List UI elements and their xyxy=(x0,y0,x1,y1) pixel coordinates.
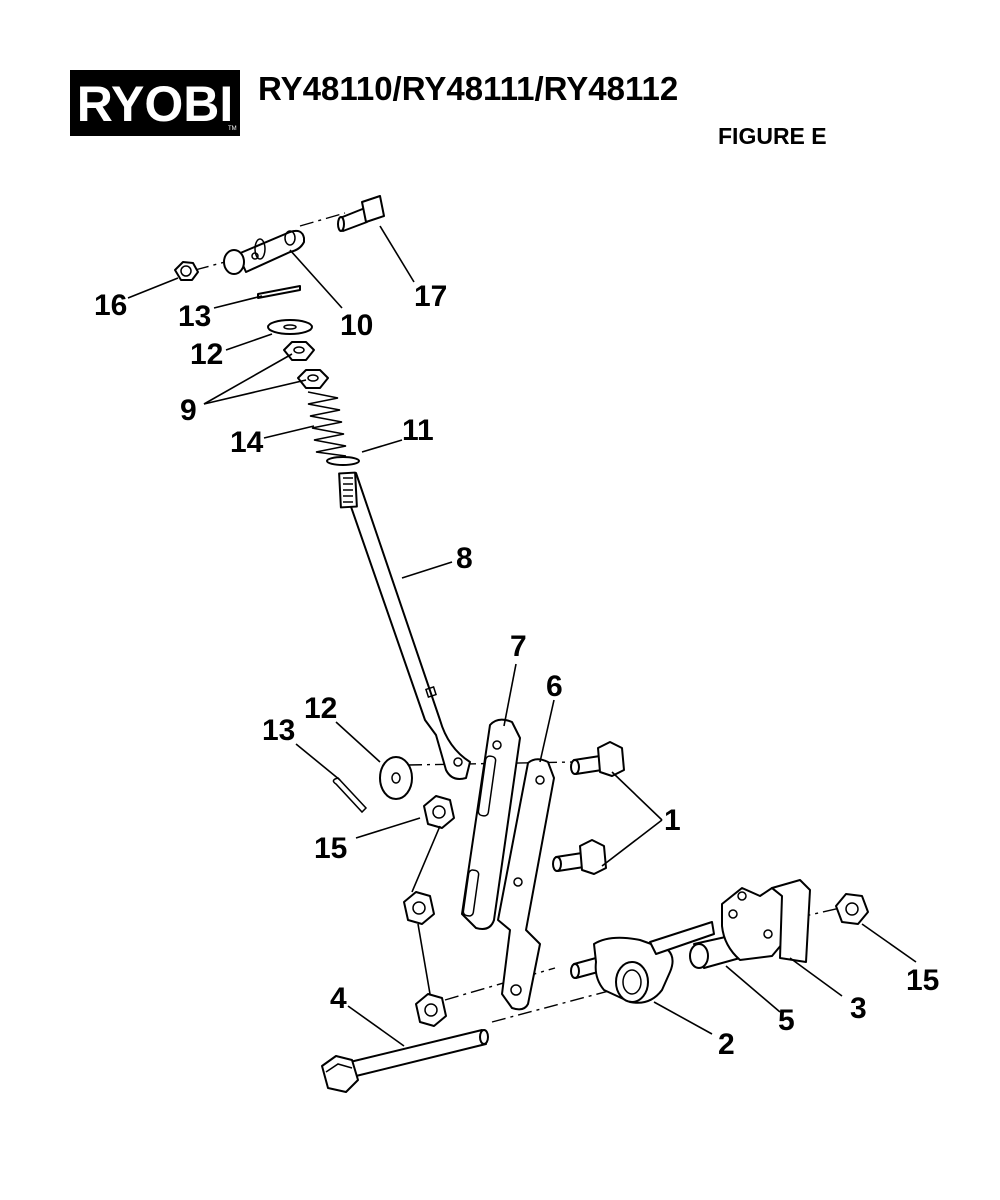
part-15-flange-nut-right xyxy=(835,893,869,925)
part-4-hex-bolt xyxy=(321,1029,489,1093)
part-9-jam-nuts xyxy=(283,341,329,389)
part-6-link-plate xyxy=(497,758,555,1011)
callout-1: 1 xyxy=(664,804,681,837)
part-7-link-plate xyxy=(461,718,521,930)
logo-trademark: TM xyxy=(228,126,237,132)
part-1-flange-bolts xyxy=(552,741,625,875)
callout-numbers: 17 10 16 13 12 9 14 11 8 7 6 12 13 1 15 … xyxy=(94,280,939,1061)
part-10-yoke xyxy=(223,229,305,275)
callout-16: 16 xyxy=(94,289,127,322)
part-13-cotter-pin-upper xyxy=(257,285,301,299)
model-numbers: RY48110/RY48111/RY48112 xyxy=(258,70,678,107)
callout-2: 2 xyxy=(718,1028,735,1061)
ryobi-logo: RYOBI TM xyxy=(70,70,240,136)
callout-4: 4 xyxy=(330,982,347,1015)
part-14-compression-spring xyxy=(307,391,347,457)
callout-12-lower: 12 xyxy=(304,692,337,725)
logo-text: RYOBI xyxy=(77,76,234,132)
callout-13-lower: 13 xyxy=(262,714,295,747)
part-8-control-rod xyxy=(338,471,471,780)
callout-5: 5 xyxy=(778,1004,795,1037)
callout-8: 8 xyxy=(456,542,473,575)
part-17-clevis-pin xyxy=(337,195,385,232)
figure-label: FIGURE E xyxy=(718,123,827,149)
callout-13-upper: 13 xyxy=(178,300,211,333)
part-2-pivot-bracket xyxy=(570,936,674,1004)
callout-11: 11 xyxy=(402,414,434,447)
callout-6: 6 xyxy=(546,670,563,703)
part-12-flat-washer-upper xyxy=(267,319,313,335)
callout-17: 17 xyxy=(414,280,447,313)
callout-15-right: 15 xyxy=(906,964,939,997)
callout-14: 14 xyxy=(230,426,264,459)
part-11-washer xyxy=(326,456,360,466)
callout-7: 7 xyxy=(510,630,527,663)
part-3-angle-bracket xyxy=(721,879,811,963)
leader-lines xyxy=(127,225,917,1047)
callout-15-left: 15 xyxy=(314,832,347,865)
callout-9: 9 xyxy=(180,394,197,427)
callout-12-upper: 12 xyxy=(190,338,223,371)
part-15-flange-nuts xyxy=(403,795,455,1027)
pivot-shaft xyxy=(649,921,715,955)
callout-3: 3 xyxy=(850,992,867,1025)
part-12-flat-washer-lower xyxy=(379,756,413,800)
part-13-cotter-pin-lower xyxy=(332,777,368,814)
part-16-lock-nut xyxy=(174,261,199,281)
callout-10: 10 xyxy=(340,309,373,342)
